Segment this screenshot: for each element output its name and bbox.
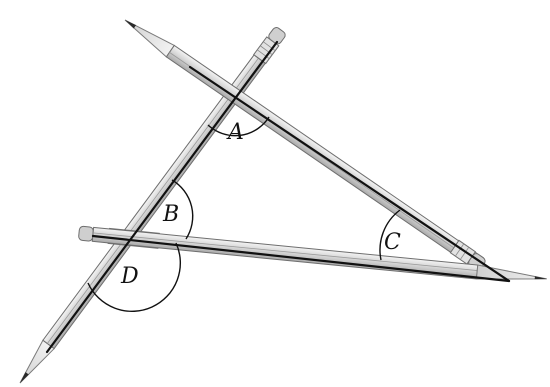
pencil-right-lead xyxy=(125,20,137,29)
pencil-left-eraser xyxy=(268,27,286,45)
triangle-side-right xyxy=(188,65,511,283)
angle-arc-b xyxy=(171,179,194,240)
angle-label-d: D xyxy=(120,264,139,289)
angle-arc-d xyxy=(87,242,181,313)
angle-label-a: A xyxy=(226,120,244,145)
pencil-left xyxy=(19,27,286,384)
angle-arc-a xyxy=(207,116,270,137)
pencil-left-point xyxy=(19,339,55,384)
pencil-bottom-point xyxy=(475,264,547,280)
angle-label-b: B xyxy=(162,202,179,227)
pencil-left-facet xyxy=(47,57,259,344)
pencil-left-lead xyxy=(20,372,29,383)
angle-label-c: C xyxy=(384,230,401,255)
pencil-bottom-facet xyxy=(93,232,478,271)
triangle-side-left xyxy=(45,40,279,354)
pencil-bottom-lead xyxy=(534,276,547,280)
pencil-right-point xyxy=(124,19,176,58)
triangle-side-bottom xyxy=(91,234,511,283)
pencil-bottom-eraser xyxy=(78,225,94,242)
angle-arc-c xyxy=(379,209,401,261)
